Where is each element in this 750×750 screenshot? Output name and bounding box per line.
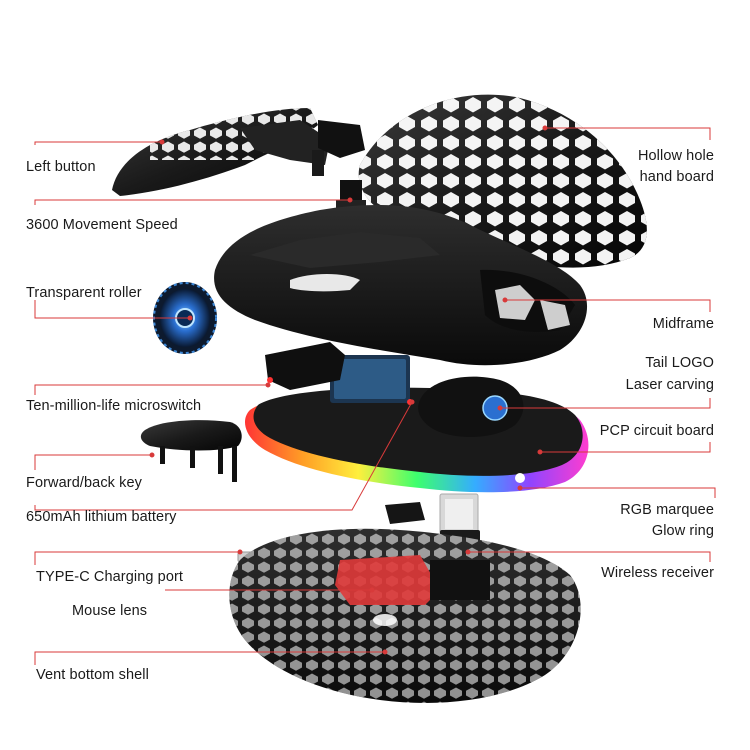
leader-midframe <box>505 299 711 312</box>
left-button-part <box>112 108 365 196</box>
label-forward-back-key: Forward/back key <box>26 475 143 491</box>
vent-bottom-shell-part <box>229 528 581 703</box>
leader-vent-bottom <box>34 651 385 665</box>
leader-battery <box>34 401 413 511</box>
label-transparent-roller: Transparent roller <box>26 285 142 301</box>
midframe-part <box>214 205 588 366</box>
leader-transparent-roller <box>34 300 190 319</box>
leader-microswitch <box>34 384 268 395</box>
label-glow-ring: Glow ring <box>651 523 714 539</box>
leader-left-button <box>34 141 162 145</box>
label-typec-port: TYPE-C Charging port <box>36 569 184 585</box>
label-movement-speed: 3600 Movement Speed <box>26 217 178 233</box>
label-battery: 650mAh lithium battery <box>26 509 177 525</box>
leader-lines <box>34 125 716 665</box>
label-laser-carving: Laser carving <box>625 377 714 393</box>
label-wireless-receiver: Wireless receiver <box>601 565 714 581</box>
pcb-rgb-assembly <box>245 342 589 493</box>
label-microswitch: Ten-million-life microswitch <box>26 398 202 414</box>
label-midframe: Midframe <box>652 316 714 332</box>
battery-clip-part <box>385 502 425 524</box>
leader-hollow-hand <box>545 127 711 140</box>
label-hand-board: hand board <box>639 169 714 185</box>
leader-typec <box>34 551 240 565</box>
movement-sensor-block <box>336 180 366 210</box>
leader-tail-logo <box>500 398 711 409</box>
label-left-button: Left button <box>26 159 96 175</box>
label-mouse-lens: Mouse lens <box>72 603 148 619</box>
label-hollow-hole: Hollow hole <box>637 148 714 164</box>
label-pcp-board: PCP circuit board <box>599 423 714 439</box>
leader-wireless-receiver <box>468 551 711 562</box>
leader-forward-back <box>34 454 152 470</box>
label-tail-logo: Tail LOGO <box>645 355 714 371</box>
leader-rgb-ring <box>520 487 716 498</box>
label-rgb-marquee: RGB marquee <box>620 502 714 518</box>
label-vent-bottom-shell: Vent bottom shell <box>36 667 149 683</box>
leader-movement-speed <box>34 199 350 205</box>
leader-pcp-board <box>540 442 711 453</box>
forward-back-key-part <box>140 420 242 482</box>
